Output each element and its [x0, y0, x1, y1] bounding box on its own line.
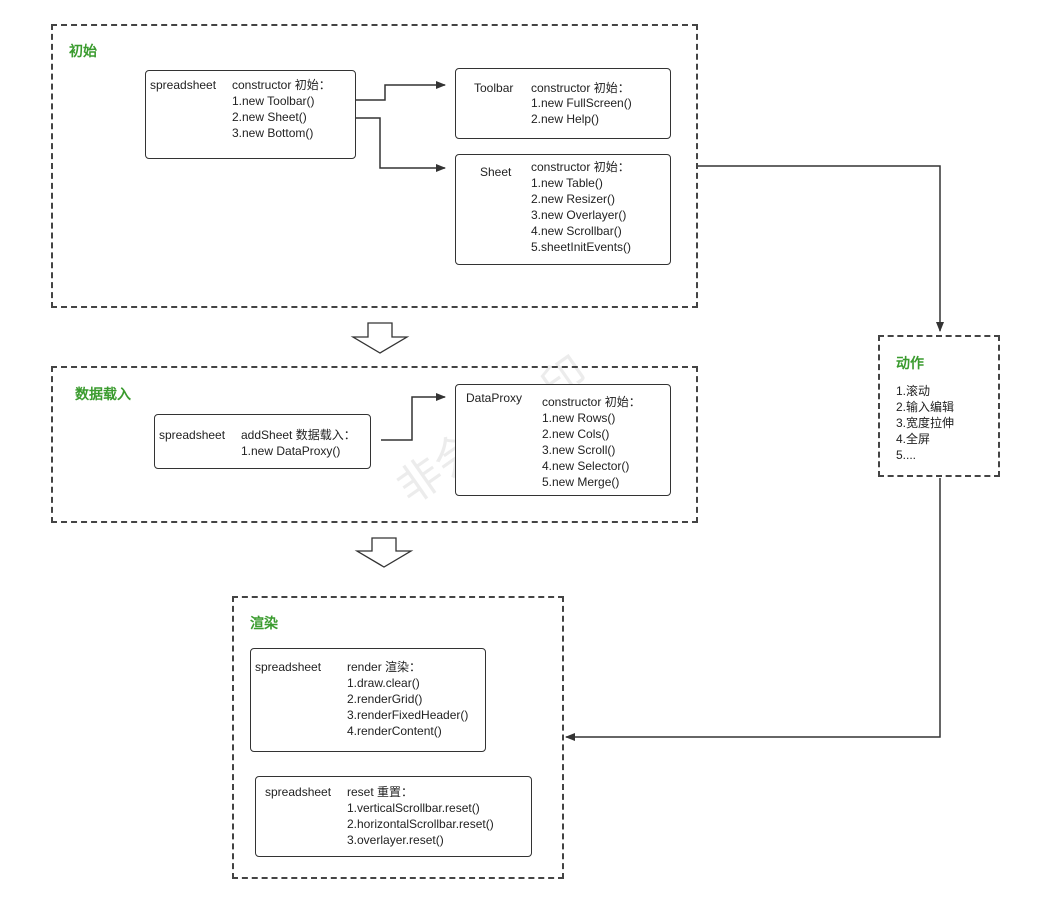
dataproxy-constructor-box: DataProxy constructor 初始： 1.new Rows() 2…: [455, 384, 671, 496]
box-line: 2.horizontalScrollbar.reset(): [347, 817, 494, 831]
box-line: 2.new Help(): [531, 112, 600, 126]
box-line: 2.new Cols(): [542, 427, 610, 441]
section-render: [232, 596, 564, 879]
box-line: 5.sheetInitEvents(): [531, 240, 632, 254]
box-line: 1.new FullScreen(): [531, 96, 632, 110]
section-data-load-title: 数据载入: [75, 386, 131, 402]
box-line: 2.renderGrid(): [347, 692, 423, 706]
section-action-title: 动作: [896, 355, 924, 371]
box-heading: addSheet 数据载入：: [241, 428, 356, 442]
box-name: DataProxy: [466, 391, 523, 405]
box-line: 1.draw.clear(): [347, 676, 420, 690]
section-action: [878, 335, 1000, 477]
action-item: 3.宽度拉伸: [896, 416, 955, 430]
arrow-action-to-render: [565, 478, 941, 741]
flow-down-arrow-2: [354, 537, 414, 568]
box-heading: constructor 初始：: [531, 160, 630, 174]
box-name: spreadsheet: [265, 785, 332, 799]
box-heading: constructor 初始：: [232, 78, 331, 92]
action-item: 5....: [896, 448, 917, 462]
action-list: 1.滚动 2.输入编辑 3.宽度拉伸 4.全屏 5....: [896, 383, 954, 463]
box-name: spreadsheet: [150, 78, 217, 92]
box-line: 1.new DataProxy(): [241, 444, 341, 458]
section-init-title: 初始: [69, 43, 97, 59]
box-name: Sheet: [480, 165, 512, 179]
box-line: 2.new Resizer(): [531, 192, 616, 206]
section-data-load: [51, 366, 698, 523]
sheet-constructor-box: Sheet constructor 初始： 1.new Table() 2.ne…: [455, 154, 671, 265]
box-heading: reset 重置：: [347, 785, 414, 799]
box-line: 1.new Table(): [531, 176, 603, 190]
box-heading: constructor 初始：: [531, 81, 630, 95]
spreadsheet-reset-box: spreadsheet reset 重置： 1.verticalScrollba…: [255, 776, 532, 857]
box-line: 5.new Merge(): [542, 475, 620, 489]
box-line: 3.new Bottom(): [232, 126, 314, 140]
spreadsheet-render-box: spreadsheet render 渲染： 1.draw.clear() 2.…: [250, 648, 486, 752]
box-heading: constructor 初始：: [542, 395, 641, 409]
flow-down-arrow-1: [350, 322, 410, 354]
box-line: 3.new Scroll(): [542, 443, 616, 457]
box-line: 1.verticalScrollbar.reset(): [347, 801, 480, 815]
action-item: 4.全屏: [896, 432, 931, 446]
box-line: 4.new Selector(): [542, 459, 630, 473]
box-line: 1.new Toolbar(): [232, 94, 315, 108]
box-line: 3.new Overlayer(): [531, 208, 627, 222]
box-name: spreadsheet: [255, 660, 322, 674]
box-line: 4.new Scrollbar(): [531, 224, 622, 238]
spreadsheet-addsheet-box: spreadsheet addSheet 数据载入： 1.new DataPro…: [154, 414, 371, 469]
box-line: 3.renderFixedHeader(): [347, 708, 469, 722]
action-item: 2.输入编辑: [896, 400, 955, 414]
section-render-title: 渲染: [250, 615, 278, 631]
box-name: Toolbar: [474, 81, 514, 95]
box-heading: render 渲染：: [347, 660, 422, 674]
arrow-to-dataproxy: [381, 393, 446, 441]
box-line: 2.new Sheet(): [232, 110, 307, 124]
box-line: 1.new Rows(): [542, 411, 616, 425]
section-init: [51, 24, 698, 308]
arrow-to-action: [698, 165, 944, 332]
action-item: 1.滚动: [896, 384, 931, 398]
box-line: 4.renderContent(): [347, 724, 442, 738]
box-line: 3.overlayer.reset(): [347, 833, 444, 847]
box-name: spreadsheet: [159, 428, 226, 442]
spreadsheet-constructor-box: spreadsheet constructor 初始： 1.new Toolba…: [145, 70, 356, 159]
toolbar-constructor-box: Toolbar constructor 初始： 1.new FullScreen…: [455, 68, 671, 139]
